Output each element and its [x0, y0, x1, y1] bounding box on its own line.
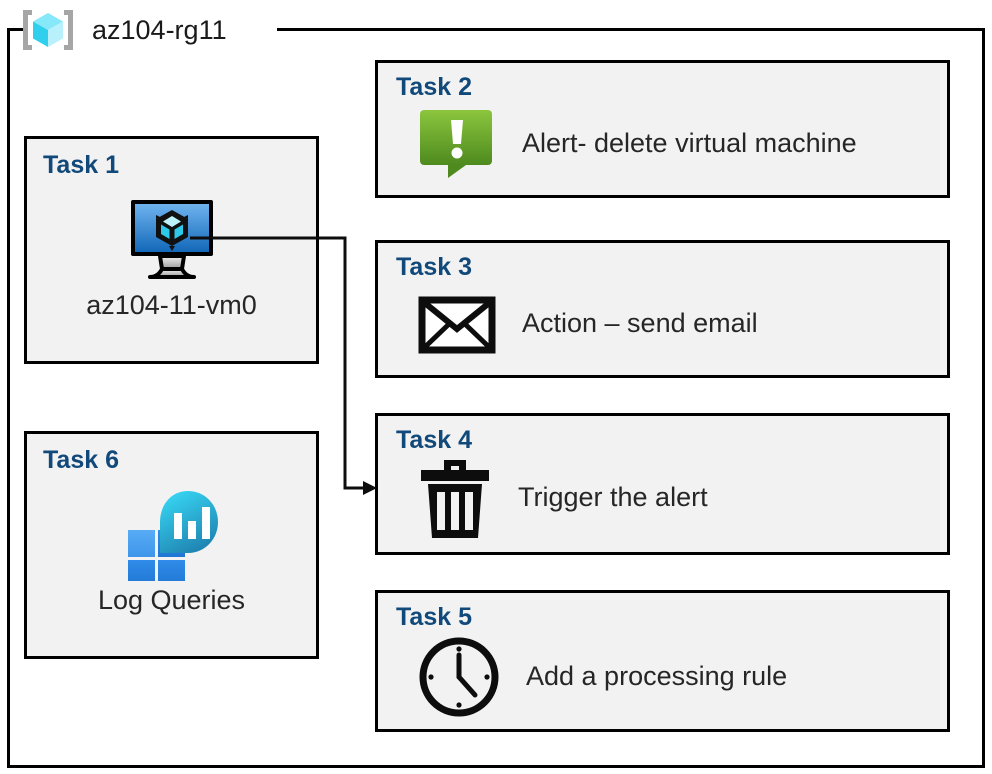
alert-bubble-icon [420, 110, 492, 178]
clock-icon [419, 637, 499, 717]
task-4-label: Task 4 [396, 426, 472, 454]
resource-group-frame-top-right [277, 28, 985, 31]
envelope-icon [418, 296, 496, 354]
task-4-text: Trigger the alert [518, 482, 708, 513]
resource-group-frame-top-left [7, 28, 28, 31]
task-3-label: Task 3 [396, 253, 472, 281]
task-2-box[interactable]: Task 2 Alert- delete virtual machine [375, 60, 950, 198]
task-4-box[interactable]: Task 4 Trigger the alert [375, 413, 950, 555]
task-4-row: Trigger the alert [418, 456, 937, 540]
task-1-icon-wrap [27, 195, 316, 285]
log-analytics-icon [127, 491, 218, 581]
task-6-icon-wrap [27, 490, 316, 581]
task-3-row: Action – send email [418, 287, 937, 361]
trash-icon [421, 460, 489, 538]
task-6-caption: Log Queries [97, 585, 246, 615]
task-6-box[interactable]: Task 6 [24, 431, 319, 659]
resource-group-header: az104-rg11 [18, 6, 227, 54]
resource-group-name: az104-rg11 [92, 14, 227, 45]
azure-resource-group-icon [23, 10, 73, 50]
task-5-box[interactable]: Task 5 Add a processing rule [375, 590, 950, 732]
task-5-text: Add a processing rule [526, 661, 788, 692]
task-1-caption: az104-11-vm0 [86, 290, 257, 320]
task-6-label: Task 6 [43, 446, 119, 474]
task-2-row: Alert- delete virtual machine [418, 107, 937, 181]
task-5-row: Add a processing rule [418, 635, 937, 719]
task-2-text: Alert- delete virtual machine [522, 128, 857, 159]
task-1-label: Task 1 [43, 151, 119, 179]
task-3-box[interactable]: Task 3 Action – send email [375, 240, 950, 378]
task-3-text: Action – send email [522, 308, 758, 339]
virtual-machine-icon [130, 200, 213, 279]
task-2-label: Task 2 [396, 73, 472, 101]
task-1-box[interactable]: Task 1 [24, 136, 319, 364]
task-5-label: Task 5 [396, 603, 472, 631]
